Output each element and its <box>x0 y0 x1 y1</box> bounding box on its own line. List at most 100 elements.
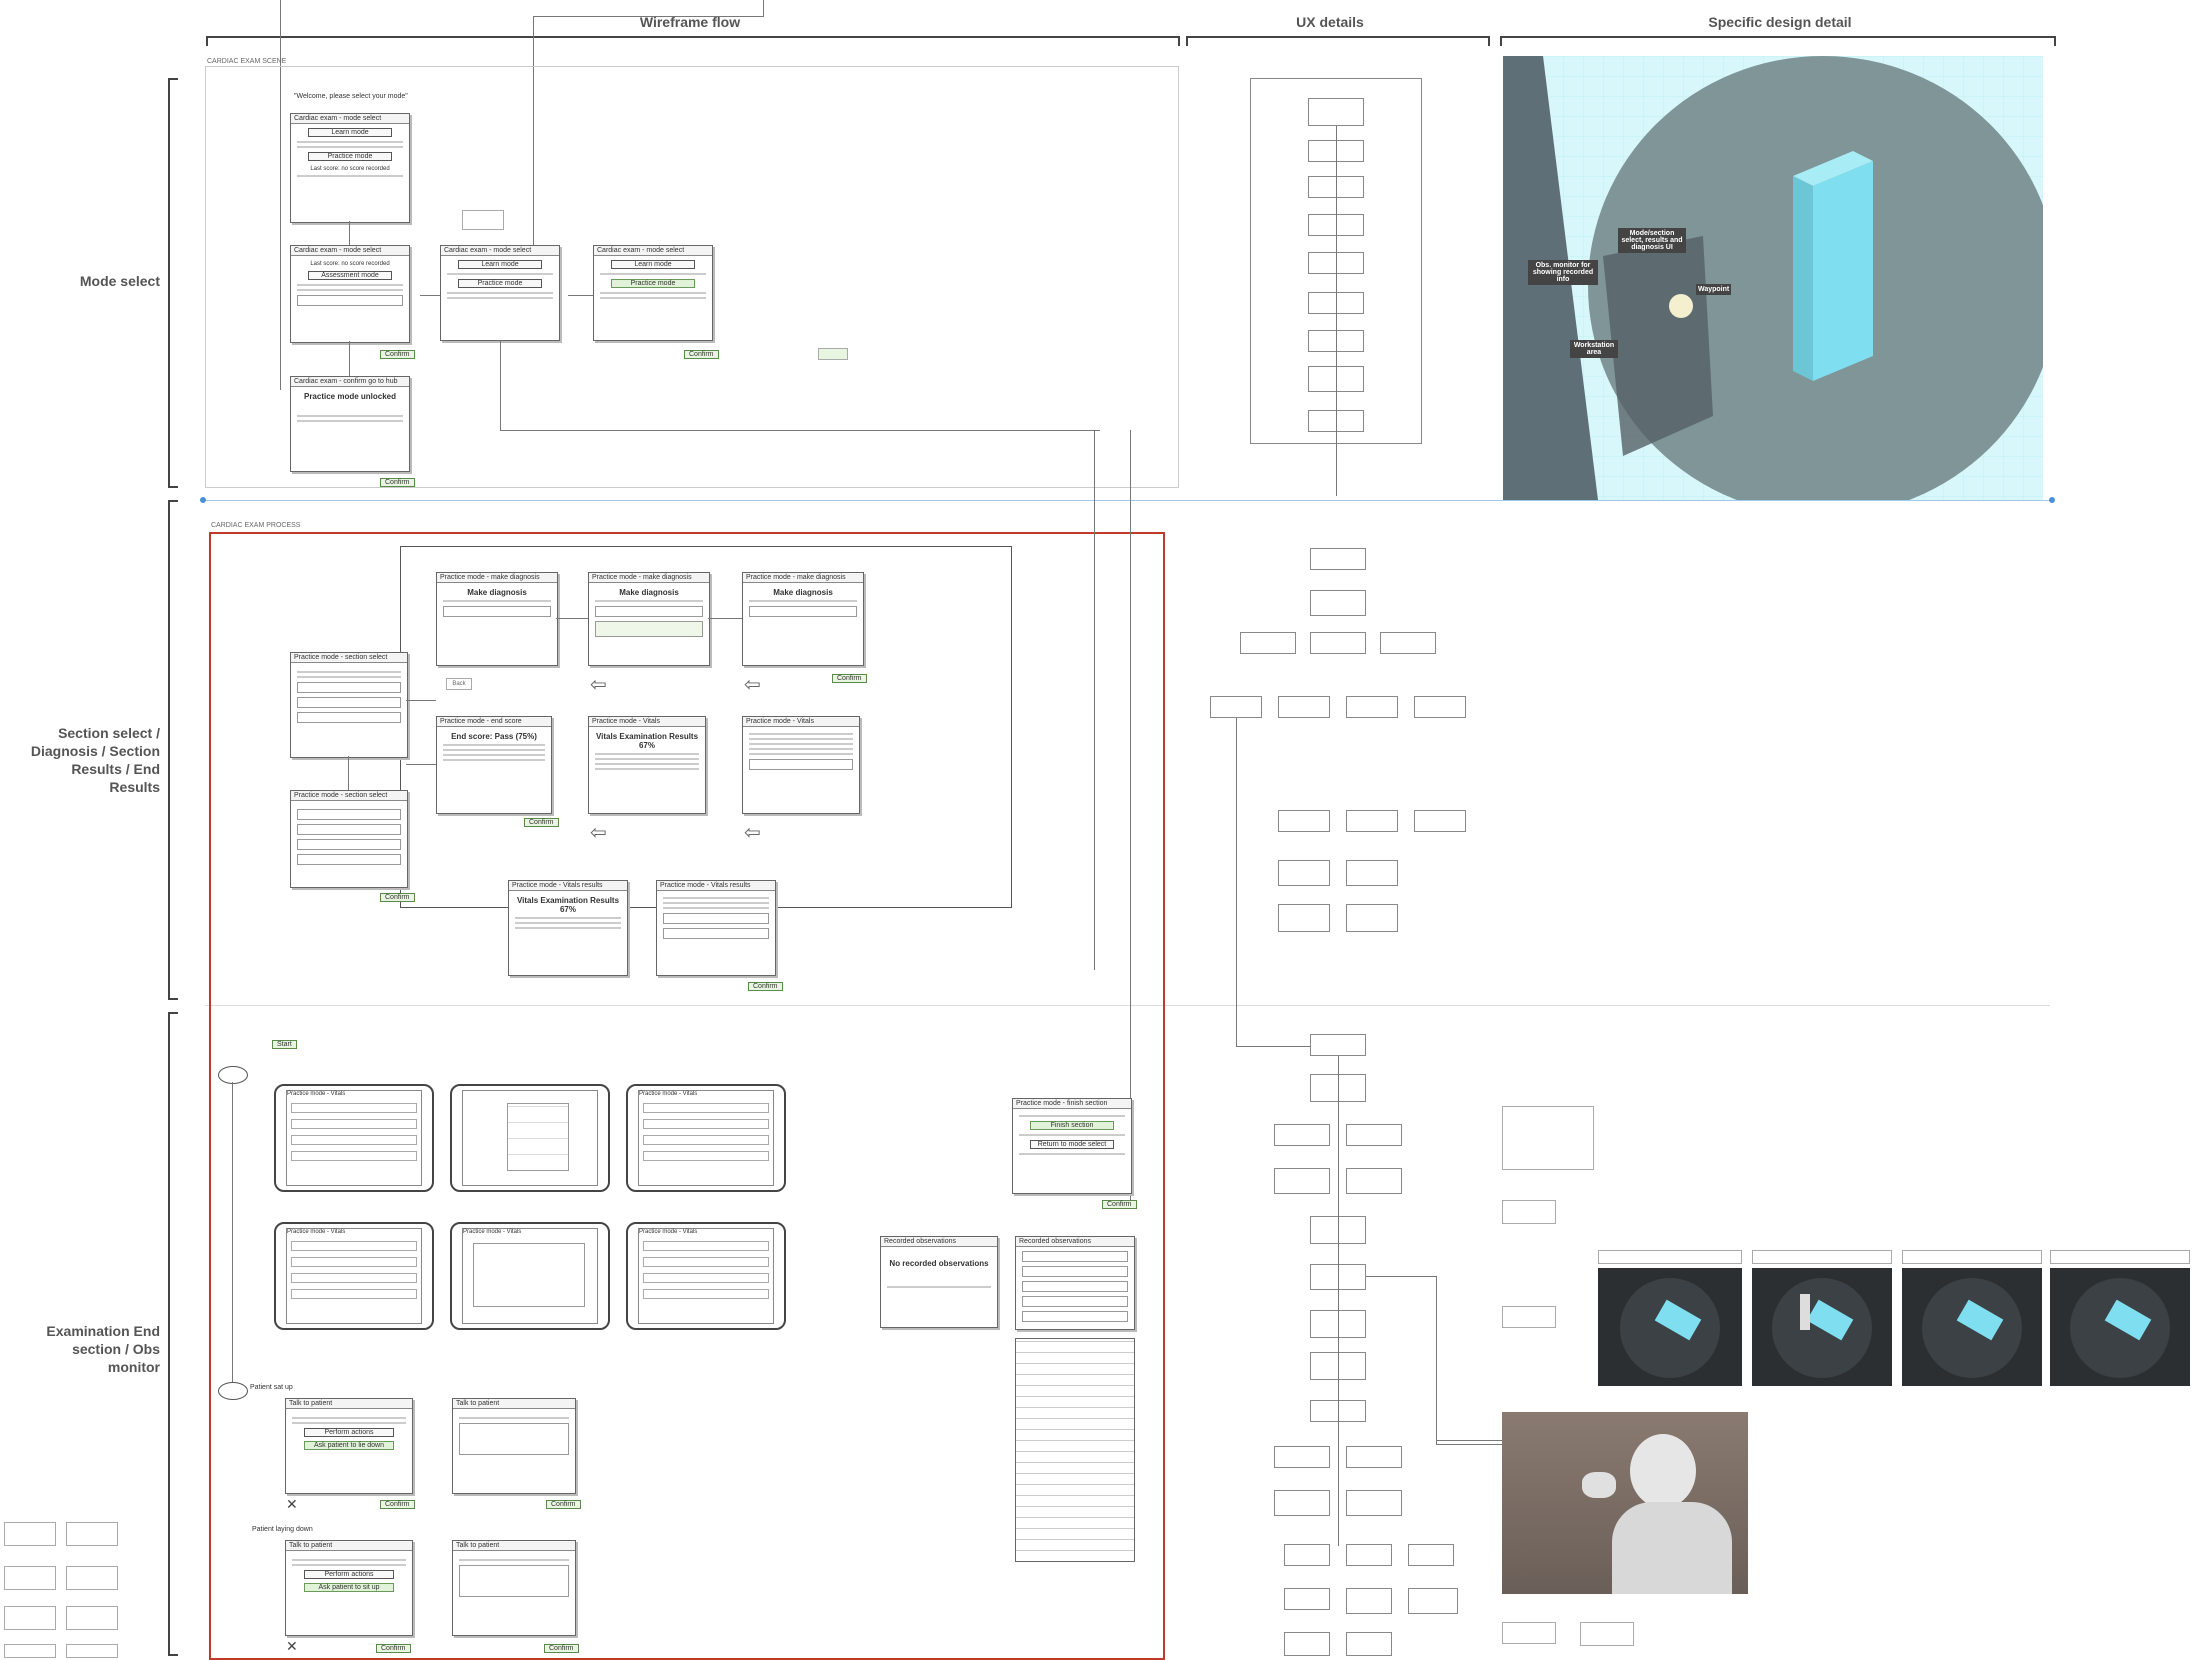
mode-select-screen: Cardiac exam - mode select Last score: n… <box>290 245 410 343</box>
screen-title: Practice mode - section select <box>291 653 407 663</box>
welcome-text: "Welcome, please select your mode" <box>294 93 408 100</box>
confirm-button[interactable]: Confirm <box>376 1644 411 1653</box>
confirm-button[interactable]: Confirm <box>380 893 415 902</box>
section-button[interactable] <box>297 697 401 708</box>
practice-mode-button[interactable]: Practice mode <box>458 279 543 288</box>
obs-row <box>1022 1266 1128 1277</box>
text-line <box>297 146 403 148</box>
design-connector <box>1436 1276 1437 1277</box>
confirm-button[interactable]: Confirm <box>544 1644 579 1653</box>
perform-actions-button[interactable]: Perform actions <box>304 1428 394 1437</box>
section-row[interactable] <box>663 928 769 939</box>
confirm-button[interactable]: Confirm <box>546 1500 581 1509</box>
confirm-button[interactable]: Confirm <box>748 982 783 991</box>
action-list[interactable] <box>459 1423 569 1455</box>
confirm-button[interactable]: Confirm <box>832 674 867 683</box>
action-list[interactable] <box>459 1565 569 1597</box>
practice-mode-button[interactable]: Practice mode <box>611 279 696 288</box>
back-arrow-icon[interactable]: ⇦ <box>590 672 607 697</box>
ask-sit-up-button[interactable]: Ask patient to sit up <box>304 1583 394 1592</box>
confirm-button[interactable]: Confirm <box>380 1500 415 1509</box>
keypad-tablet <box>450 1084 610 1192</box>
back-arrow-icon[interactable]: ⇦ <box>590 820 607 845</box>
make-diagnosis-screen: Practice mode - make diagnosis Make diag… <box>436 572 558 666</box>
back-button[interactable]: Back <box>446 678 472 690</box>
confirm-button[interactable]: Confirm <box>524 818 559 827</box>
perform-actions-button[interactable]: Perform actions <box>304 1570 394 1579</box>
text-line <box>663 897 769 899</box>
talk-to-patient-screen: Talk to patient Perform actions Ask pati… <box>285 1540 413 1636</box>
start-circle[interactable] <box>218 1066 248 1084</box>
section-button[interactable] <box>297 824 401 835</box>
confirm-button[interactable]: Confirm <box>684 350 719 359</box>
start-circle[interactable] <box>218 1382 248 1400</box>
screen-title: Practice mode - Vitals results <box>509 881 627 891</box>
return-mode-button[interactable]: Return to mode select <box>1030 1140 1115 1149</box>
learn-mode-button[interactable]: Learn mode <box>458 260 543 269</box>
section-select-screen: Practice mode - section select <box>290 652 408 758</box>
keypad[interactable] <box>507 1103 569 1171</box>
confirm-button[interactable]: Confirm <box>380 478 415 487</box>
text-line <box>443 754 545 756</box>
options-list[interactable] <box>473 1243 585 1307</box>
section-row[interactable] <box>297 854 401 865</box>
ux-step <box>1210 696 1262 718</box>
diagnosis-dropdown[interactable] <box>443 606 551 617</box>
text-line <box>1019 1153 1125 1155</box>
design-note <box>1502 1106 1594 1170</box>
ask-lie-down-button[interactable]: Ask patient to lie down <box>304 1441 394 1450</box>
confirm-button[interactable]: Confirm <box>380 350 415 359</box>
obs-monitor-label: Obs. monitor for showing recorded info <box>1528 260 1598 285</box>
section-row[interactable] <box>663 913 769 924</box>
annotation-note <box>66 1522 118 1546</box>
finish-section-button[interactable]: Finish section <box>1030 1121 1115 1130</box>
screen-title: Practice mode - end score <box>437 717 551 727</box>
ux-step <box>1284 1632 1330 1656</box>
diagnosis-dropdown[interactable] <box>595 606 703 617</box>
back-arrow-icon[interactable]: ⇦ <box>744 820 761 845</box>
scene-handle-icon[interactable] <box>200 497 206 503</box>
diagnosis-row[interactable] <box>297 712 401 723</box>
text-line <box>1019 1115 1125 1117</box>
scene-handle-icon[interactable] <box>2049 497 2055 503</box>
annotation-note <box>66 1644 118 1658</box>
back-arrow-icon[interactable]: ⇦ <box>744 672 761 697</box>
assessment-mode-button[interactable]: Assessment mode <box>308 271 393 280</box>
ux-step <box>1346 1544 1392 1566</box>
start-button[interactable]: Start <box>272 1040 297 1049</box>
diagnosis-dropdown[interactable] <box>749 606 857 617</box>
text-line <box>292 1417 406 1419</box>
text-line <box>459 1417 569 1419</box>
flow-connector <box>568 295 593 296</box>
end-score-screen: Practice mode - end score End score: Pas… <box>436 716 552 814</box>
hub-confirm-screen: Cardiac exam - confirm go to hub Practic… <box>290 376 410 472</box>
close-icon[interactable]: ✕ <box>286 1638 298 1655</box>
thumbnail-caption <box>2050 1250 2190 1264</box>
flow-connector <box>500 340 501 430</box>
ux-step <box>1346 1632 1392 1656</box>
confirm-button[interactable]: Confirm <box>1102 1200 1137 1209</box>
flow-connector <box>420 295 440 296</box>
practice-mode-button[interactable]: Practice mode <box>308 152 393 161</box>
vitals-tablet: Practice mode - Vitals <box>274 1084 434 1192</box>
learn-mode-button[interactable]: Learn mode <box>308 128 393 137</box>
diagnosis-row[interactable] <box>297 839 401 850</box>
design-column-bracket <box>1500 36 2056 46</box>
diagnosis-option[interactable] <box>595 621 703 637</box>
section-button[interactable] <box>297 809 401 820</box>
row-brace <box>168 78 178 488</box>
vitals-results-heading: Vitals Examination Results 67% <box>509 896 627 914</box>
tablet-title: Practice mode - Vitals <box>463 1229 597 1235</box>
flow-connector <box>349 221 350 245</box>
text-line <box>595 758 699 760</box>
text-line <box>595 600 703 602</box>
section-button[interactable] <box>297 682 401 693</box>
learn-mode-button[interactable]: Learn mode <box>611 260 696 269</box>
flow-connector <box>556 618 588 619</box>
obs-row <box>1022 1296 1128 1307</box>
ux-step <box>1274 1490 1330 1516</box>
thumbnail-caption <box>1752 1250 1892 1264</box>
last-score-label: Last score: no score recorded <box>291 261 409 267</box>
close-icon[interactable]: ✕ <box>286 1496 298 1513</box>
tablet-title: Practice mode - Vitals <box>639 1091 773 1097</box>
